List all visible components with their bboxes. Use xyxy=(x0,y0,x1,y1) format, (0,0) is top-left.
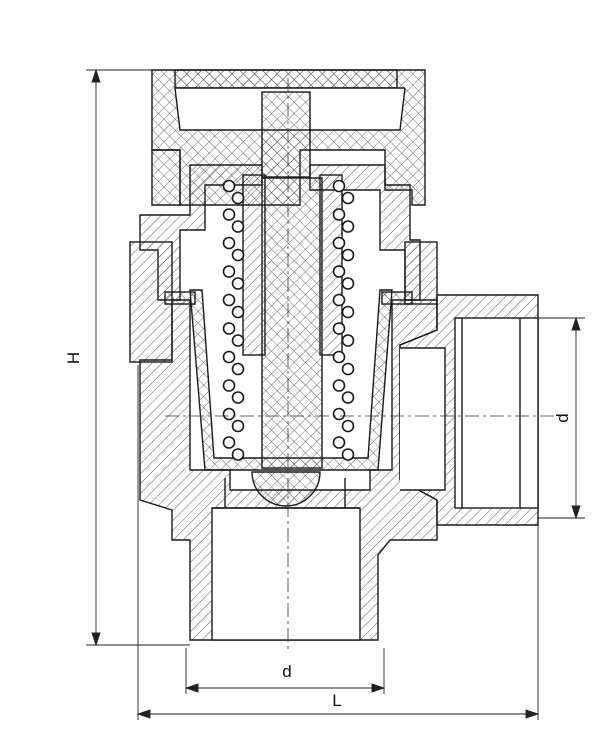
spring-coil-section xyxy=(222,265,236,278)
spring-coil-section xyxy=(222,379,236,392)
spring-coil-section xyxy=(332,407,346,421)
spring-coil-section xyxy=(231,419,245,433)
spring-coil-section xyxy=(332,208,346,221)
spring-coil-section xyxy=(231,248,245,262)
spring-coil-section xyxy=(341,220,355,233)
centerlines xyxy=(165,78,560,650)
spring-coil-section xyxy=(231,191,245,205)
spring-coil-section xyxy=(231,391,245,404)
dimension-length xyxy=(136,365,540,720)
spring-coil-section xyxy=(222,208,236,221)
spring-coil-section xyxy=(222,293,236,307)
spring-coil-section xyxy=(332,293,346,307)
spring-coil-section xyxy=(231,305,245,319)
spring-coil-section xyxy=(332,379,346,392)
spring-coil-section xyxy=(332,265,346,278)
spring-coil-section xyxy=(341,248,355,262)
spring-coil-section xyxy=(341,448,355,461)
spring-coil-section xyxy=(332,322,346,335)
valve-body xyxy=(139,299,438,641)
spring-coil-section xyxy=(332,236,346,250)
spring-coil-section xyxy=(231,448,245,461)
spring-coil-section xyxy=(222,436,236,449)
spring-coil-section xyxy=(341,391,355,404)
spring-coil-section xyxy=(332,350,346,364)
spring-coil-section xyxy=(222,350,236,364)
dimension-side-port xyxy=(538,316,585,520)
spring-coil-section xyxy=(231,277,245,290)
valve-ball xyxy=(251,471,321,507)
spring-coil-section xyxy=(332,179,346,193)
spring-coils-left xyxy=(222,179,245,461)
dimension-length-label: L xyxy=(332,691,341,710)
spring-coil-section xyxy=(222,179,236,193)
spring-coil-section xyxy=(231,334,245,347)
spring-cup xyxy=(164,289,413,471)
dimension-height-label: H xyxy=(64,352,83,364)
valve-stem xyxy=(242,174,343,469)
spring-coil-section xyxy=(332,436,346,449)
dimension-side-port-label: d xyxy=(553,413,572,422)
spring-coil-section xyxy=(231,362,245,376)
spring-coil-section xyxy=(341,191,355,205)
spring-coil-section xyxy=(341,334,355,347)
dimension-height xyxy=(86,68,190,647)
spring-coil-section xyxy=(222,407,236,421)
side-port xyxy=(399,294,539,526)
spring-coil-section xyxy=(341,277,355,290)
spring-coil-section xyxy=(231,220,245,233)
spring-coil-section xyxy=(341,305,355,319)
dimension-bottom-port-label: d xyxy=(282,662,291,681)
spring-coil-section xyxy=(222,236,236,250)
spring-coil-section xyxy=(341,362,355,376)
spring-coil-section xyxy=(222,322,236,335)
spring-coils-right xyxy=(332,179,355,461)
spring-coil-section xyxy=(341,419,355,433)
dimension-bottom-port xyxy=(184,648,386,694)
